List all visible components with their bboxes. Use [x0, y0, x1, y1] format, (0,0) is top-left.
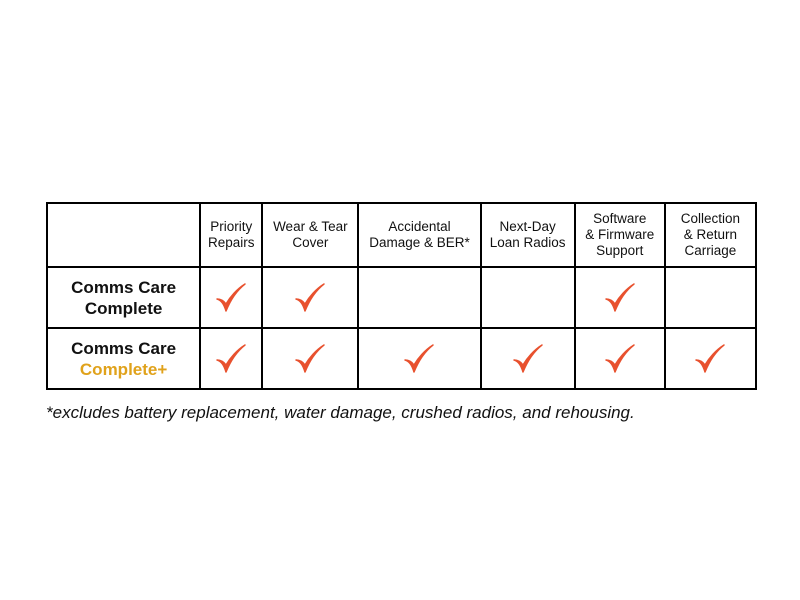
check-mark-icon — [404, 343, 435, 373]
feature-cell — [357, 327, 482, 390]
column-header-collection-return: Collection & Return Carriage — [663, 202, 758, 268]
check-mark-icon — [295, 343, 326, 373]
feature-cell — [479, 266, 576, 329]
feature-cell — [261, 266, 360, 329]
column-header-priority-repairs: Priority Repairs — [199, 202, 264, 268]
feature-cell — [663, 266, 758, 329]
plan-tier-label: Complete — [84, 298, 163, 318]
table-header-row: Priority Repairs Wear & Tear Cover Accid… — [45, 202, 758, 268]
plan-name-cell: Comms Care Complete+ — [45, 327, 202, 390]
check-mark-icon — [695, 343, 726, 373]
check-mark-icon — [295, 282, 326, 312]
plan-row-complete: Comms Care Complete — [45, 266, 758, 329]
feature-cell — [663, 327, 758, 390]
check-mark-icon — [605, 343, 635, 373]
check-mark-icon — [216, 282, 246, 312]
feature-cell — [261, 327, 360, 390]
column-header-next-day-loan: Next-Day Loan Radios — [479, 202, 576, 268]
plan-tier-label: Complete+ — [79, 359, 168, 379]
column-header-wear-tear-cover: Wear & Tear Cover — [261, 202, 360, 268]
feature-cell — [199, 266, 264, 329]
plan-name-cell: Comms Care Complete — [45, 266, 202, 329]
feature-cell — [573, 327, 666, 390]
check-mark-icon — [216, 343, 246, 373]
plan-row-complete-plus: Comms Care Complete+ — [45, 327, 758, 390]
column-header-accidental-damage: Accidental Damage & BER* — [357, 202, 482, 268]
feature-cell — [573, 266, 666, 329]
feature-cell — [199, 327, 264, 390]
coverage-comparison-table: Priority Repairs Wear & Tear Cover Accid… — [45, 202, 758, 390]
feature-cell — [357, 266, 482, 329]
footnote: *excludes battery replacement, water dam… — [46, 403, 635, 422]
check-mark-icon — [605, 282, 635, 312]
column-header-software-firmware: Software & Firmware Support — [573, 202, 666, 268]
feature-cell — [479, 327, 576, 390]
check-mark-icon — [512, 343, 543, 373]
corner-cell — [45, 202, 202, 268]
